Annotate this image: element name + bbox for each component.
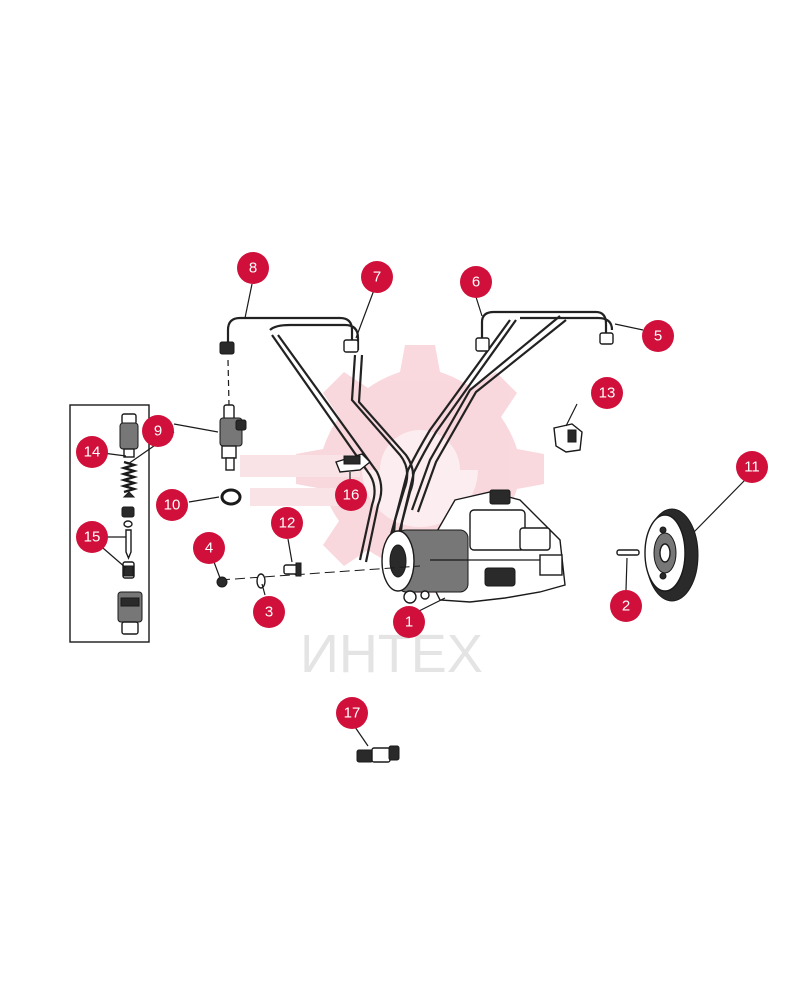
- callout-13: 13: [591, 377, 623, 409]
- callout-6: 6: [460, 266, 492, 298]
- svg-text:2: 2: [622, 598, 630, 615]
- svg-text:14: 14: [84, 444, 101, 461]
- leader-lines: [94, 283, 746, 747]
- callout-16: 16: [335, 479, 367, 511]
- svg-text:16: 16: [343, 487, 360, 504]
- callout-10: 10: [156, 489, 188, 521]
- pin-part-2: [616, 549, 640, 556]
- callout-11: 11: [736, 451, 768, 483]
- callout-14: 14: [76, 436, 108, 468]
- clip-part-16: [335, 453, 372, 473]
- injection-pump: [381, 489, 566, 604]
- callout-9: 9: [142, 415, 174, 447]
- pump-gear: [644, 508, 699, 602]
- svg-text:15: 15: [84, 529, 101, 546]
- callout-4: 4: [193, 532, 225, 564]
- seal-washer-part-10: [220, 488, 242, 506]
- svg-text:12: 12: [279, 515, 296, 532]
- svg-text:9: 9: [154, 423, 162, 440]
- svg-text:4: 4: [205, 540, 213, 557]
- svg-text:5: 5: [654, 328, 662, 345]
- svg-text:17: 17: [344, 705, 361, 722]
- svg-text:11: 11: [744, 459, 760, 476]
- callout-1: 1: [393, 606, 425, 638]
- injector-exploded-view: [69, 404, 150, 643]
- svg-text:7: 7: [373, 269, 381, 286]
- watermark-text: ИНТЕХ: [300, 624, 483, 684]
- fuel-injection-lines-right: [390, 310, 614, 561]
- nut-part-4: [216, 576, 228, 588]
- svg-text:3: 3: [265, 604, 273, 621]
- injector: [219, 359, 247, 471]
- callout-2: 2: [610, 590, 642, 622]
- callout-7: 7: [361, 261, 393, 293]
- callout-3: 3: [253, 596, 285, 628]
- callout-15: 15: [76, 521, 108, 553]
- fitting-part-12: [283, 562, 302, 577]
- callout-17: 17: [336, 697, 368, 729]
- shaft-axis-line: [219, 565, 421, 581]
- callout-5: 5: [642, 320, 674, 352]
- bracket-part-13: [553, 423, 583, 453]
- spring-part-14: [119, 460, 139, 498]
- svg-text:10: 10: [164, 497, 181, 514]
- svg-text:1: 1: [405, 614, 413, 631]
- svg-text:6: 6: [472, 274, 480, 291]
- washer-part-3: [256, 573, 266, 589]
- svg-text:13: 13: [599, 385, 616, 402]
- sensor: [356, 745, 400, 763]
- callout-12: 12: [271, 507, 303, 539]
- svg-text:8: 8: [249, 260, 257, 277]
- callout-8: 8: [237, 252, 269, 284]
- needle-part-15: [122, 529, 135, 579]
